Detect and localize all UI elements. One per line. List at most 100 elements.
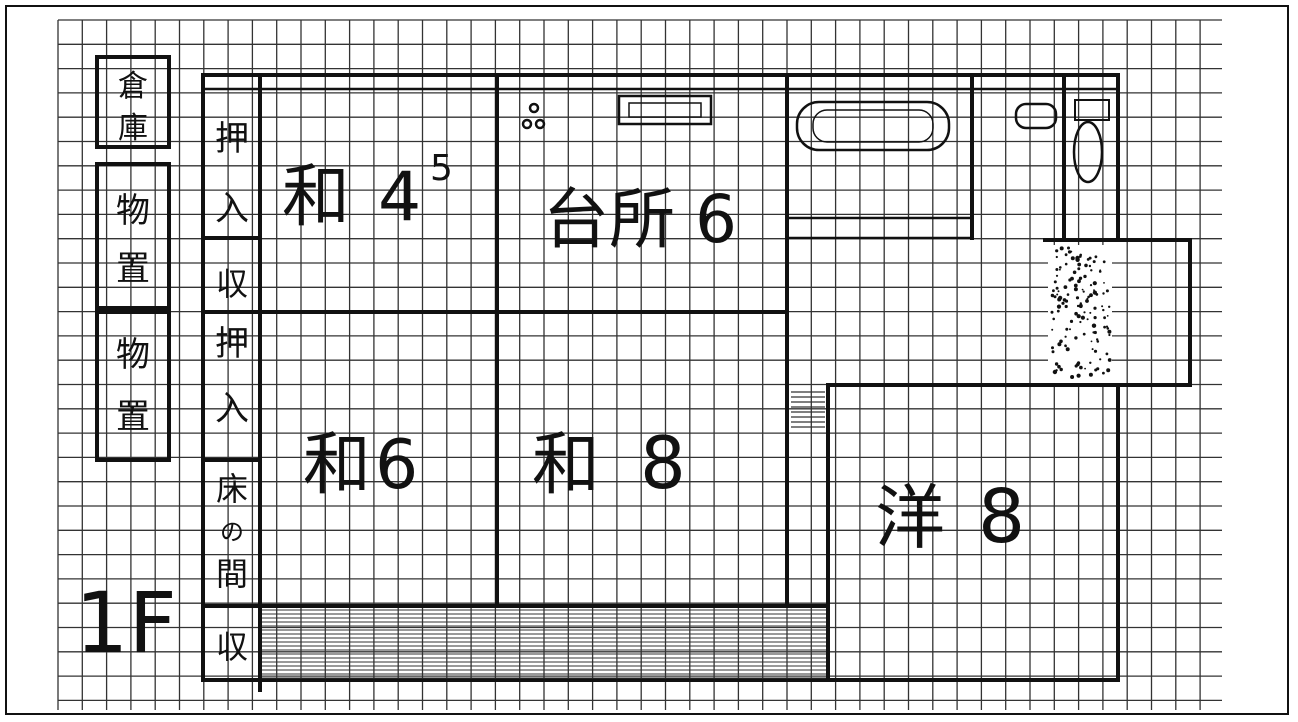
corridor-hatching (262, 609, 826, 679)
speckle-dot (1087, 295, 1090, 299)
speckle-dot (1089, 293, 1093, 298)
graph-paper-grid (57, 19, 1222, 710)
speckle-dot (1051, 350, 1055, 354)
speckle-dot (1102, 292, 1105, 295)
speckle-dot (1055, 369, 1058, 372)
room-washitsu-6-size: 6 (375, 426, 418, 505)
room-kitchen-size: 6 (695, 181, 737, 258)
bathtub-inner-icon (812, 109, 934, 143)
speckle-dot (1091, 323, 1097, 328)
speckle-dot (1106, 368, 1111, 373)
room-washitsu-45-superscript: 5 (430, 148, 453, 189)
closet2-label-2: 入 (215, 389, 249, 429)
speckle-dot (1103, 282, 1105, 284)
closet1-label-1: 押 (215, 119, 249, 159)
storage-shed-2-wall (95, 310, 171, 462)
speckle-dot (1075, 296, 1080, 300)
speckle-dot (1078, 255, 1082, 258)
speckle-dot (1077, 361, 1080, 364)
speckle-dot (1065, 327, 1069, 331)
speckle-dot (1064, 253, 1068, 257)
shed2-label-1: 物 (116, 335, 150, 375)
stove-burner-icon (528, 102, 540, 114)
sink-basin-icon (628, 102, 702, 118)
tokonoma-label-3: 間 (216, 555, 248, 593)
room-washitsu-45-name: 和 (282, 158, 350, 237)
speckle-dot (1070, 375, 1075, 379)
speckle-dot (1103, 316, 1106, 320)
speckle-dot (1107, 358, 1112, 362)
speckle-dot (1074, 311, 1078, 316)
shed2-label-2: 置 (116, 397, 150, 437)
speckle-dot (1059, 339, 1063, 344)
speckle-dot (1061, 301, 1065, 305)
speckle-dot (1069, 319, 1074, 323)
speckle-dot (1092, 331, 1095, 334)
speckle-dot (1106, 315, 1109, 317)
speckle-dot (1089, 361, 1092, 364)
speckle-dot (1055, 268, 1059, 271)
speckle-dot (1093, 316, 1097, 320)
speckle-dot (1079, 304, 1083, 309)
toilet-tank-icon (1074, 99, 1110, 121)
speckle-dot (1084, 367, 1086, 370)
sink-counter-icon (617, 94, 713, 126)
speckle-dot (1085, 299, 1089, 303)
speckle-dot (1077, 262, 1082, 267)
speckle-dot (1058, 295, 1063, 300)
speckle-dot (1094, 368, 1098, 372)
speckle-dot (1057, 342, 1062, 347)
speckle-dot (1064, 304, 1068, 309)
storage-shed-1-wall (95, 162, 171, 310)
speckle-dot (1059, 266, 1062, 269)
page-frame (5, 5, 1289, 715)
bathtub-icon (795, 100, 951, 152)
closet2-label-1: 押 (215, 324, 249, 364)
speckle-dot (1076, 373, 1081, 378)
speckle-dot (1080, 315, 1085, 320)
speckle-dot (1102, 260, 1106, 264)
floor-label: 1F (75, 574, 177, 672)
stair-hatching (791, 391, 825, 428)
speckle-dot (1078, 276, 1083, 280)
speckle-dot (1094, 255, 1098, 259)
room-youshitsu-8-name: 洋 (875, 477, 945, 559)
closet1-label-2: 入 (215, 189, 249, 229)
stove-burner-icon (534, 118, 546, 130)
speckle-dot (1090, 269, 1093, 272)
speckle-dot (1052, 317, 1055, 321)
shelf2-label: 収 (216, 628, 248, 666)
speckle-dot (1067, 246, 1070, 250)
speckle-dot (1098, 270, 1102, 273)
speckle-dot (1050, 310, 1054, 314)
speckle-dot (1073, 287, 1078, 292)
speckle-dot (1064, 298, 1066, 301)
speckle-dot (1074, 336, 1078, 340)
west-south-wall (201, 73, 830, 682)
speckle-dot (1079, 320, 1082, 324)
speckle-dot (1074, 364, 1078, 368)
speckle-dot (1051, 328, 1054, 331)
speckle-dot (1077, 279, 1081, 284)
speckle-dot (1057, 290, 1060, 293)
speckle-dot (1057, 364, 1061, 369)
speckle-dot (1106, 327, 1110, 330)
speckle-dot (1082, 332, 1086, 336)
speckle-dot (1083, 274, 1087, 279)
speckle-dot (1075, 255, 1080, 261)
speckle-dot (1096, 338, 1099, 341)
speckle-dot (1093, 306, 1097, 310)
speckle-dot (1056, 304, 1062, 309)
speckle-dot (1101, 305, 1104, 308)
speckle-dot (1107, 329, 1112, 334)
speckle-dot (1086, 318, 1089, 321)
speckle-dot (1052, 289, 1055, 293)
speckle-dot (1050, 293, 1055, 298)
shelf1-label: 収 (216, 265, 248, 303)
speckle-dot (1108, 333, 1111, 337)
room-youshitsu-8-size: 8 (978, 474, 1025, 560)
tokonoma-label-1: 床 (216, 470, 248, 508)
speckle-dot (1081, 288, 1084, 291)
speckle-dot (1076, 304, 1080, 308)
